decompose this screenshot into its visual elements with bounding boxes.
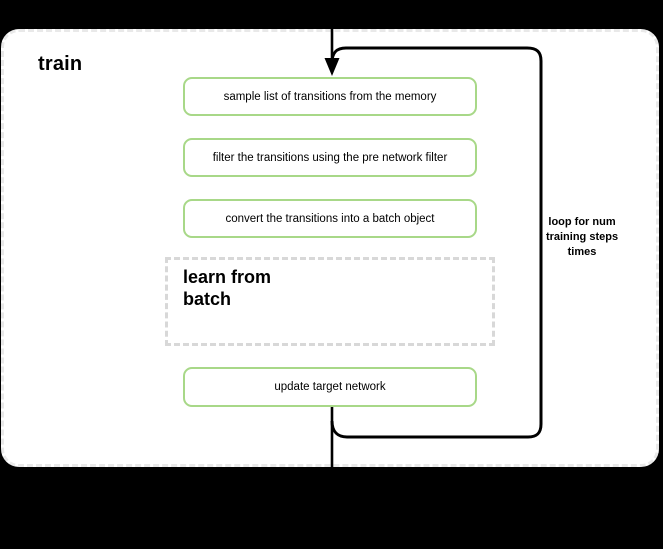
- step-filter-transitions: filter the transitions using the pre net…: [183, 138, 477, 177]
- step-label: learn from batch: [183, 267, 272, 309]
- step-label: convert the transitions into a batch obj…: [225, 212, 435, 225]
- step-label: update target network: [274, 381, 386, 393]
- train-title: train: [38, 53, 83, 75]
- step-label: filter the transitions using the pre net…: [212, 151, 448, 164]
- step-learn-from-batch: learn from batch: [165, 257, 495, 346]
- step-convert-to-batch: convert the transitions into a batch obj…: [183, 199, 477, 238]
- step-update-target-network: update target network: [183, 367, 477, 407]
- loop-annotation: loop for num training steps times: [545, 216, 619, 258]
- step-sample-transitions: sample list of transitions from the memo…: [183, 77, 477, 116]
- step-label: sample list of transitions from the memo…: [223, 90, 437, 103]
